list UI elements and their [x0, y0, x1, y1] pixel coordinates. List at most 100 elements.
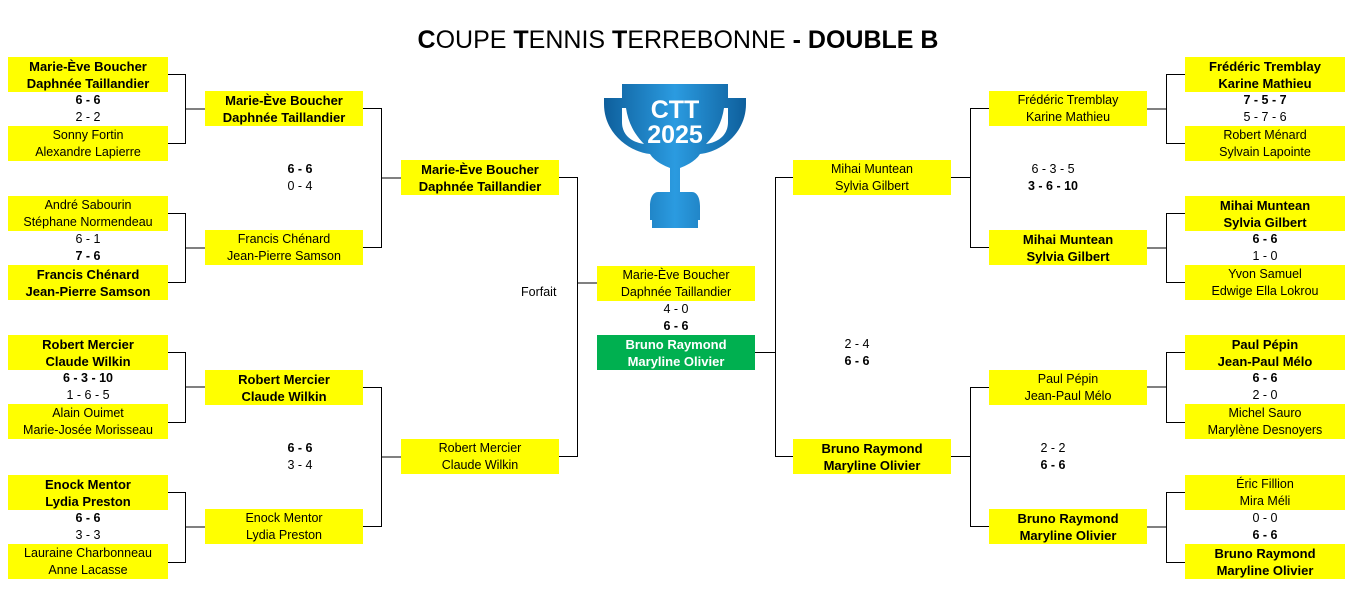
title-segment: ERREBONNE	[627, 26, 793, 54]
player-name: Mihai Muntean	[1022, 231, 1114, 247]
player-name: Claude Wilkin	[45, 353, 131, 369]
player-name: Lydia Preston	[246, 527, 322, 542]
player-name: Maryline Olivier	[627, 353, 725, 369]
player-name: Lydia Preston	[45, 493, 131, 509]
set-score: 2 - 2	[75, 110, 101, 124]
player-name: Jean-Pierre Samson	[25, 283, 151, 299]
set-score: 2 - 0	[1252, 388, 1278, 402]
player-name: Daphnée Taillandier	[26, 75, 150, 91]
bracket-connector	[363, 387, 401, 527]
title-segment: OUPE	[435, 26, 514, 54]
player-name: Paul Pépin	[1231, 336, 1299, 352]
player-name: Marylène Desnoyers	[1207, 422, 1323, 437]
player-name: Robert Mercier	[42, 336, 134, 352]
bracket-connector	[1147, 352, 1185, 423]
player-name: Robert Mercier	[438, 440, 522, 455]
player-name: Mihai Muntean	[831, 161, 913, 176]
player-name: Yvon Samuel	[1228, 266, 1302, 281]
player-name: Alexandre Lapierre	[35, 144, 141, 159]
player-name: Bruno Raymond	[1017, 510, 1119, 526]
bracket-connector	[168, 213, 205, 283]
set-score: 7 - 5 - 7	[1243, 93, 1287, 107]
player-name: Sylvia Gilbert	[835, 178, 909, 193]
set-score: 1 - 0	[1252, 249, 1278, 263]
trophy-icon: CTT 2025	[604, 84, 746, 228]
title-segment: C	[417, 26, 436, 54]
set-score: 6 - 6	[1252, 371, 1278, 385]
bracket-connector	[1147, 492, 1185, 563]
player-name: Marie-Ève Boucher	[421, 161, 539, 177]
player-name: Francis Chénard	[36, 266, 140, 282]
set-score: 3 - 6 - 10	[1027, 179, 1079, 193]
set-score: 1 - 6 - 5	[66, 388, 110, 402]
player-name: Mihai Muntean	[1219, 197, 1311, 213]
player-name: Marie-Josée Morisseau	[23, 422, 153, 437]
bracket-connector	[951, 387, 989, 527]
set-score: 6 - 6	[287, 441, 313, 455]
player-name: Claude Wilkin	[441, 457, 519, 472]
title-segment: ENNIS	[528, 26, 613, 54]
set-score: 6 - 3 - 5	[1031, 162, 1075, 176]
player-name: Daphnée Taillandier	[620, 284, 732, 299]
set-score: 6 - 1	[75, 232, 101, 246]
player-name: Marie-Ève Boucher	[622, 267, 730, 282]
player-name: Edwige Ella Lokrou	[1211, 283, 1319, 298]
set-score: 6 - 6	[287, 162, 313, 176]
player-name: Marie-Ève Boucher	[29, 58, 147, 74]
player-name: Maryline Olivier	[823, 457, 921, 473]
bracket-connector	[1147, 74, 1185, 144]
title-segment: - DOUBLE B	[792, 26, 939, 54]
page-title: COUPE TENNIS TERREBONNE - DOUBLE B	[0, 26, 1356, 55]
player-name: Michel Sauro	[1228, 405, 1302, 420]
player-name: Éric Fillion	[1236, 476, 1294, 491]
set-score: 3 - 4	[287, 458, 313, 472]
player-name: Enock Mentor	[245, 510, 323, 525]
set-score: 6 - 6	[75, 511, 101, 525]
bracket-connector	[755, 177, 793, 457]
player-name: Lauraine Charbonneau	[24, 545, 152, 560]
set-score: 6 - 6	[1040, 458, 1066, 472]
bracket-connector	[1147, 213, 1185, 283]
set-score: 6 - 6	[844, 354, 870, 368]
player-name: Mira Méli	[1239, 493, 1291, 508]
player-name: Maryline Olivier	[1019, 527, 1117, 543]
player-name: Maryline Olivier	[1216, 562, 1314, 578]
forfeit-note: Forfait	[521, 285, 557, 299]
player-name: Anne Lacasse	[48, 562, 128, 577]
player-name: Sylvia Gilbert	[1223, 214, 1307, 230]
player-name: Sylvain Lapointe	[1219, 144, 1311, 159]
set-score: 6 - 3 - 10	[62, 371, 114, 385]
bracket-connector	[168, 352, 205, 423]
player-name: Karine Mathieu	[1025, 109, 1111, 124]
player-name: Jean-Paul Mélo	[1217, 353, 1313, 369]
set-score: 5 - 7 - 6	[1243, 110, 1287, 124]
set-score: 0 - 0	[1252, 511, 1278, 525]
player-name: Jean-Pierre Samson	[227, 248, 341, 263]
bracket-connector	[951, 108, 989, 248]
player-name: Jean-Paul Mélo	[1024, 388, 1112, 403]
